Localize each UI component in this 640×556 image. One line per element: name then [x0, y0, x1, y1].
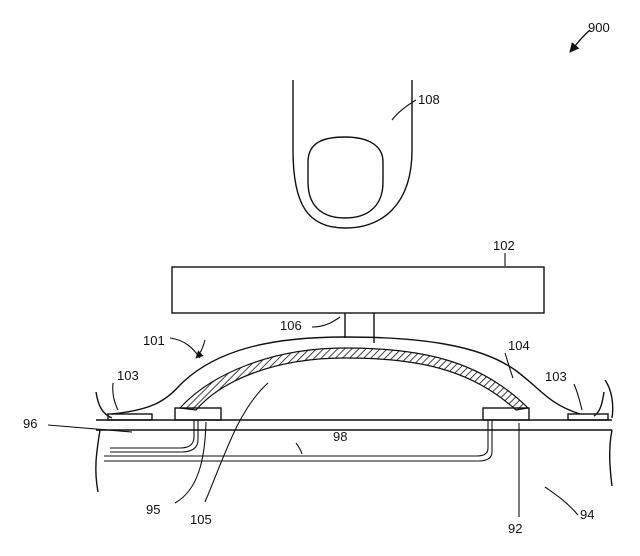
- label-101: 101: [143, 333, 165, 348]
- contact-left: [174, 407, 222, 421]
- label-105: 105: [190, 512, 212, 527]
- dome-outer: [111, 336, 581, 415]
- layer: [95, 379, 614, 419]
- label-94: 94: [580, 507, 594, 522]
- trace: [104, 420, 493, 462]
- spacer-left: [107, 413, 153, 421]
- label-96: 96: [23, 416, 37, 431]
- label-103-left: 103: [117, 368, 139, 383]
- reference-labels: 900 108 102 101 106 104 103 103 96 98 95…: [23, 20, 610, 536]
- plunger: [344, 313, 375, 343]
- spacer-right: [567, 413, 609, 421]
- plate: [171, 266, 545, 314]
- label-108: 108: [418, 92, 440, 107]
- label-92: 92: [508, 521, 522, 536]
- label-103-right: 103: [545, 369, 567, 384]
- leader-lines: [47, 29, 591, 517]
- label-104: 104: [508, 338, 530, 353]
- dome-hatched: [178, 347, 530, 411]
- label-102: 102: [493, 238, 515, 253]
- contact-right: [482, 407, 530, 421]
- label-95: 95: [146, 502, 160, 517]
- label-106: 106: [280, 318, 302, 333]
- label-98: 98: [333, 429, 347, 444]
- finger: [292, 80, 413, 229]
- label-900: 900: [588, 20, 610, 35]
